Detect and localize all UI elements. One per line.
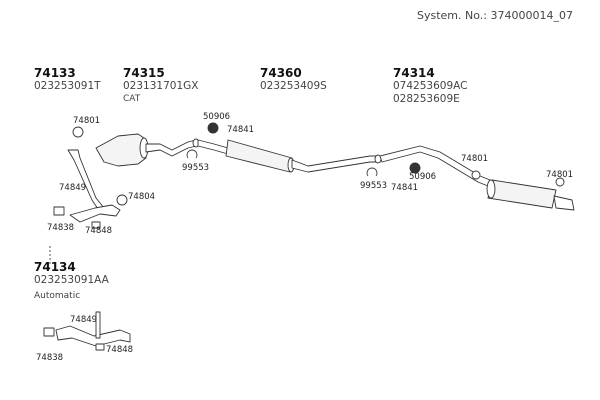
callout-label: 74849 <box>70 315 98 325</box>
callout-label: 74848 <box>85 226 113 236</box>
oem-number: 023253091T <box>34 80 101 92</box>
callout-label: 74801 <box>546 170 574 180</box>
oem-number: 074253609AC <box>393 80 468 92</box>
part-number: 74315 <box>123 66 165 80</box>
oem-number: 023131701GX <box>123 80 199 92</box>
flange-gasket-icon <box>43 327 55 337</box>
callout-label: 74804 <box>128 192 156 202</box>
mount-icon <box>95 343 105 351</box>
catalytic-converter <box>95 133 147 167</box>
assembly-74314: 74314 074253609AC 028253609E <box>393 66 467 106</box>
callout-label: 74848 <box>106 345 134 355</box>
tailpipe <box>553 195 575 211</box>
callout-label: 74841 <box>227 125 255 135</box>
rubber-ring-icon <box>409 162 421 174</box>
mid-pipe-rear <box>291 155 381 173</box>
flange-gasket-icon <box>53 206 65 216</box>
oem-number: 028253609E <box>393 93 460 105</box>
mid-pipe-front <box>145 139 197 157</box>
auto-front-pipe <box>55 325 131 347</box>
clamp-icon <box>366 167 378 177</box>
callout-label: 74838 <box>36 353 64 363</box>
callout-label: 74841 <box>391 183 419 193</box>
hanger-icon <box>555 177 565 187</box>
front-pipe-bend <box>69 204 121 223</box>
part-number: 74314 <box>393 66 435 80</box>
rubber-ring-icon <box>207 122 219 134</box>
callout-label: 99553 <box>182 163 210 173</box>
center-pipe <box>197 139 229 155</box>
auto-bracket <box>95 311 101 339</box>
center-muffler <box>225 139 293 173</box>
hanger-icon <box>72 126 84 138</box>
assembly-note: Automatic <box>34 291 81 301</box>
part-number: 74360 <box>260 66 302 80</box>
assembly-74315: 74315 023131701GX CAT <box>123 66 198 106</box>
mount-icon <box>91 221 101 229</box>
assembly-74133: 74133 023253091T <box>34 66 101 93</box>
assembly-74134: 74134 023253091AA Automatic <box>34 260 109 303</box>
part-number: 74134 <box>34 260 76 274</box>
oem-number: 023253091AA <box>34 274 109 286</box>
rear-muffler <box>487 179 557 209</box>
part-number: 74133 <box>34 66 76 80</box>
callout-label: 74838 <box>47 223 75 233</box>
callout-label: 74849 <box>59 183 87 193</box>
callout-label: 99553 <box>360 181 388 191</box>
callout-label: 74801 <box>73 116 101 126</box>
assembly-74360: 74360 023253409S <box>260 66 327 93</box>
hanger-icon <box>471 170 481 180</box>
callout-label: 74801 <box>461 154 489 164</box>
clamp-icon <box>186 149 198 159</box>
system-number: System. No.: 374000014_07 <box>417 9 573 22</box>
callout-label: 50906 <box>409 172 437 182</box>
oem-number: 023253409S <box>260 80 327 92</box>
assembly-note: CAT <box>123 94 141 104</box>
front-downpipe <box>67 149 105 213</box>
gasket-ring-icon <box>116 194 128 206</box>
callout-label: 50906 <box>203 112 231 122</box>
